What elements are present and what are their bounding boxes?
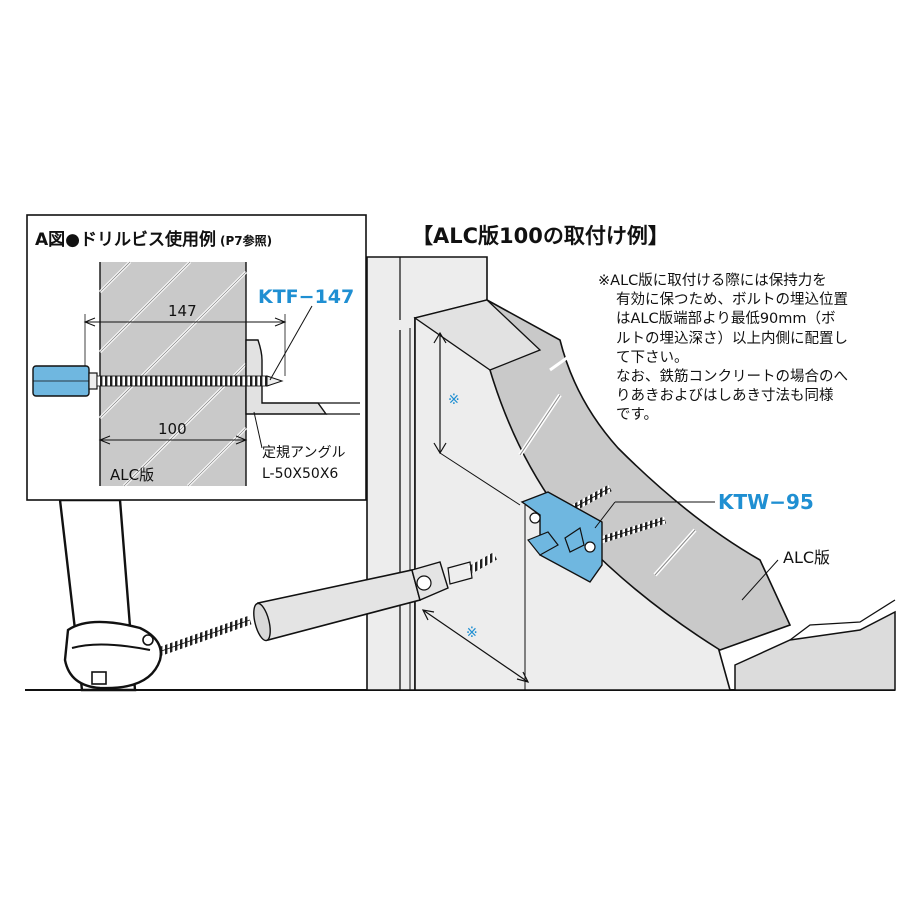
inset-angle-label-2: L-50X50X6 [262, 466, 338, 482]
tie-rod [148, 552, 497, 660]
note-line: 有効に保つため、ボルトの埋込位置 [616, 292, 848, 309]
note-line: ※ALC版に取付ける際には保持力を [598, 273, 827, 289]
note-line: です。 [616, 407, 659, 424]
note-line: りあきおよびはしあき寸法も同様 [616, 388, 834, 405]
inset-alc-label: ALC版 [110, 466, 154, 484]
ktw-95-fixture [520, 484, 667, 583]
mounting-note: ※ALC版に取付ける際には保持力を 有効に保つため、ボルトの埋込位置 はALC版… [598, 272, 890, 426]
main-scene [25, 256, 896, 692]
inset-alc-block [100, 262, 246, 486]
inset-angle-label-1: 定規アングル [262, 445, 345, 461]
alc-panel-label: ALC版 [783, 548, 830, 567]
note-line: て下さい。 [616, 349, 689, 366]
inset-drill-screw [32, 365, 284, 397]
main-title: 【ALC版100の取付け例】 [412, 224, 669, 248]
alc-panel [486, 298, 792, 651]
inset-dim-147: 147 [168, 302, 197, 320]
inset-title: A図●ドリルビス使用例(P7参照) [35, 229, 272, 250]
inset-figure-a: 147 100 KTF−147 定規アングル L-50X50X6 ALC版 A図… [26, 214, 367, 501]
note-line: なお、鉄筋コンクリートの場合のへ [616, 369, 848, 386]
inset-dim-100: 100 [158, 420, 187, 438]
scaffold-pole [58, 498, 162, 692]
note-line: ルトの埋込深さ）以上内側に配置し [616, 330, 848, 347]
inset-product-label: KTF−147 [258, 286, 354, 308]
ktw-95-label: KTW−95 [718, 490, 814, 514]
note-line: はALC版端部より最低90mm（ボ [616, 311, 836, 328]
dim-mark-diagonal: ※ [466, 625, 478, 641]
dim-mark-vertical: ※ [448, 392, 460, 408]
